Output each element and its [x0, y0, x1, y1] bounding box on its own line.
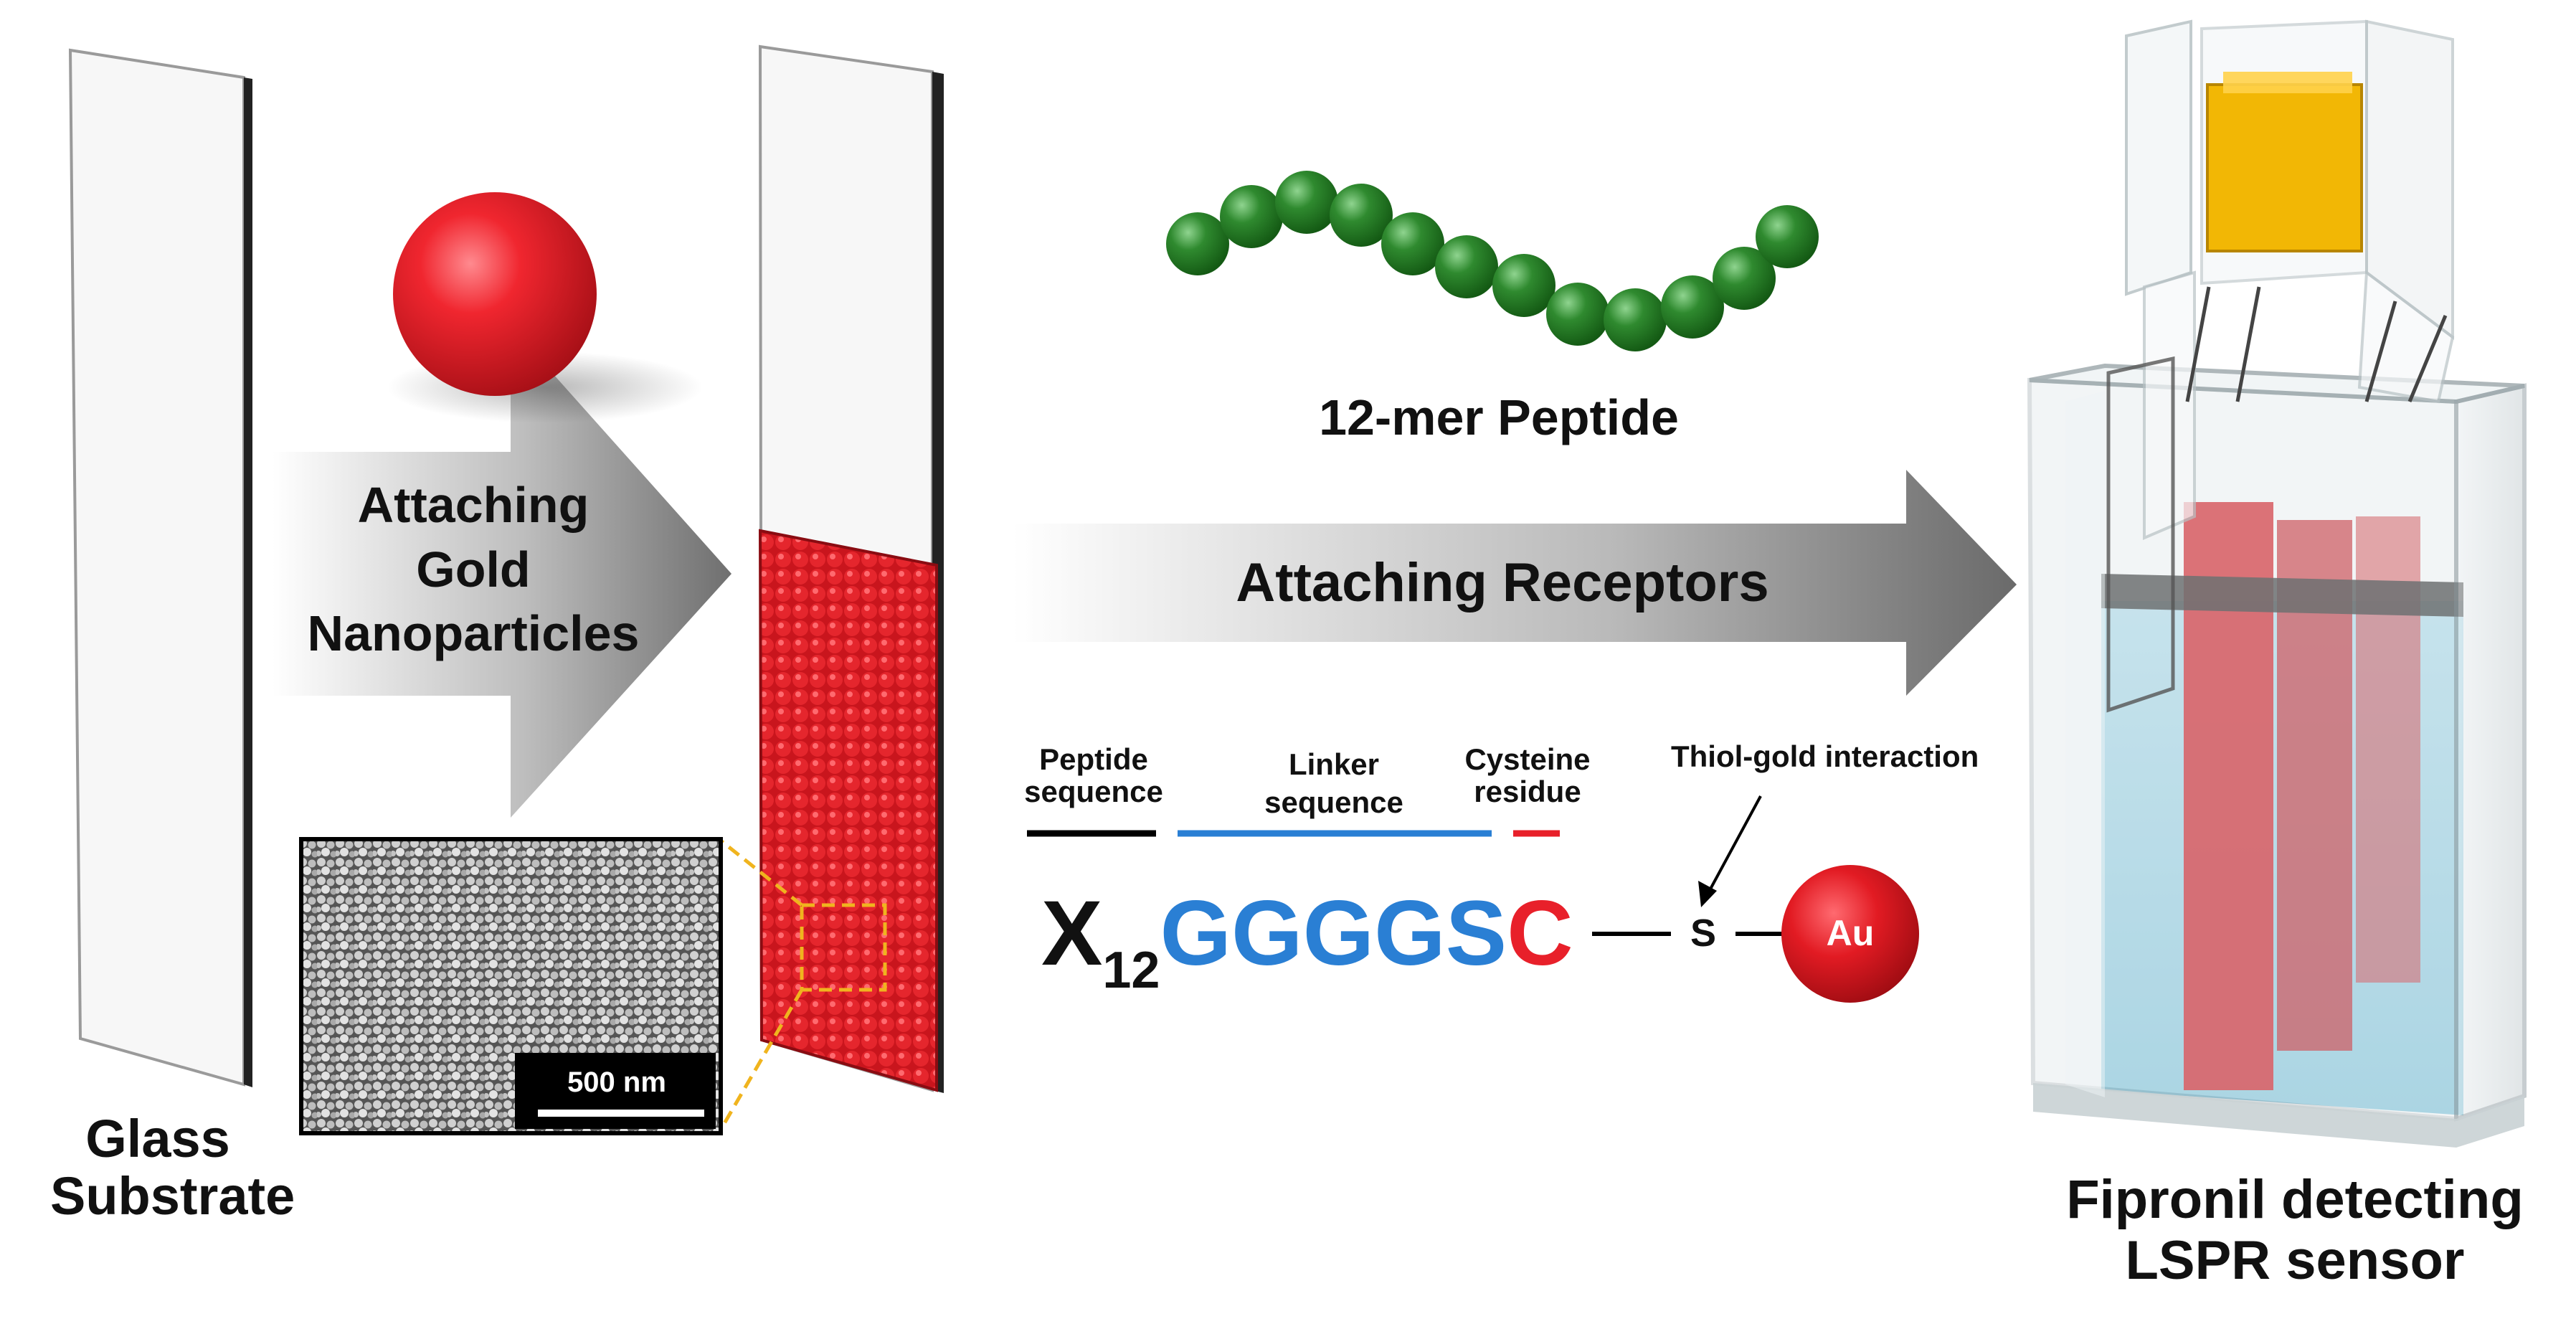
peptide-chain — [1166, 171, 1819, 351]
aunp-coated-slide — [758, 44, 944, 1093]
label-attaching-receptors: Attaching Receptors — [1236, 552, 1769, 613]
label-au: Au — [1826, 913, 1875, 953]
label-cysteine-residue: Cysteine residue — [1441, 743, 1614, 808]
sem-image-inset — [299, 837, 723, 1135]
label-peptide-sequence-line1: Peptide — [1039, 742, 1148, 776]
arrow-attaching-receptors — [1013, 470, 2017, 696]
arrow-attaching-gold — [273, 326, 731, 818]
thiol-arrow-head — [1698, 881, 1717, 907]
label-glass-substrate-line1: Glass — [85, 1109, 230, 1168]
label-linker-sequence-line2: sequence — [1264, 785, 1403, 819]
label-lspr-sensor-line1: Fipronil detecting — [2066, 1169, 2524, 1230]
sequence-cysteine: C — [1507, 882, 1573, 985]
label-thiol-gold: Thiol-gold interaction — [1671, 739, 1979, 773]
label-lspr-sensor-line2: LSPR sensor — [2125, 1230, 2465, 1292]
label-attaching-gold-line2: Gold — [416, 541, 531, 597]
zoom-box — [800, 903, 887, 992]
sequence-subscript: 12 — [1102, 942, 1160, 999]
label-cysteine-residue-line1: Cysteine — [1464, 742, 1591, 776]
label-lspr-sensor: Fipronil detecting LSPR sensor — [2022, 1169, 2567, 1291]
label-cysteine-residue-line2: residue — [1474, 775, 1581, 809]
label-glass-substrate: Glass Substrate — [50, 1109, 295, 1226]
thiol-arrow-line — [1707, 795, 1762, 894]
label-peptide-sequence: Peptide sequence — [1011, 743, 1176, 808]
zoom-line-top — [719, 839, 803, 907]
glass-substrate-slide — [68, 48, 252, 1087]
label-linker-sequence-line1: Linker — [1288, 747, 1380, 781]
label-12mer-peptide: 12-mer Peptide — [1319, 389, 1679, 445]
label-attaching-gold-line1: Attaching — [357, 477, 589, 533]
gold-nanoparticle-layer — [758, 529, 938, 1092]
label-sulfur: S — [1690, 912, 1717, 955]
au-sphere — [1781, 865, 1919, 1003]
label-attaching-gold-line3: Nanoparticles — [307, 605, 640, 662]
label-attaching-gold: Attaching Gold Nanoparticles — [273, 473, 674, 666]
gold-nanoparticle-ball — [393, 192, 597, 396]
label-scale-bar: 500 nm — [567, 1067, 666, 1098]
zoom-line-bottom — [719, 988, 804, 1131]
sequence-linker: GGGGS — [1160, 882, 1507, 985]
lspr-sensor-cuvette — [2027, 19, 2527, 1148]
label-glass-substrate-line2: Substrate — [50, 1165, 295, 1226]
gold-electrodes — [2206, 83, 2363, 252]
label-linker-sequence: Linker sequence — [1241, 746, 1427, 821]
label-peptide-sequence-line2: sequence — [1024, 775, 1163, 809]
sequence-formula: X12GGGGSC — [1041, 888, 1573, 997]
sequence-x: X — [1041, 882, 1103, 985]
